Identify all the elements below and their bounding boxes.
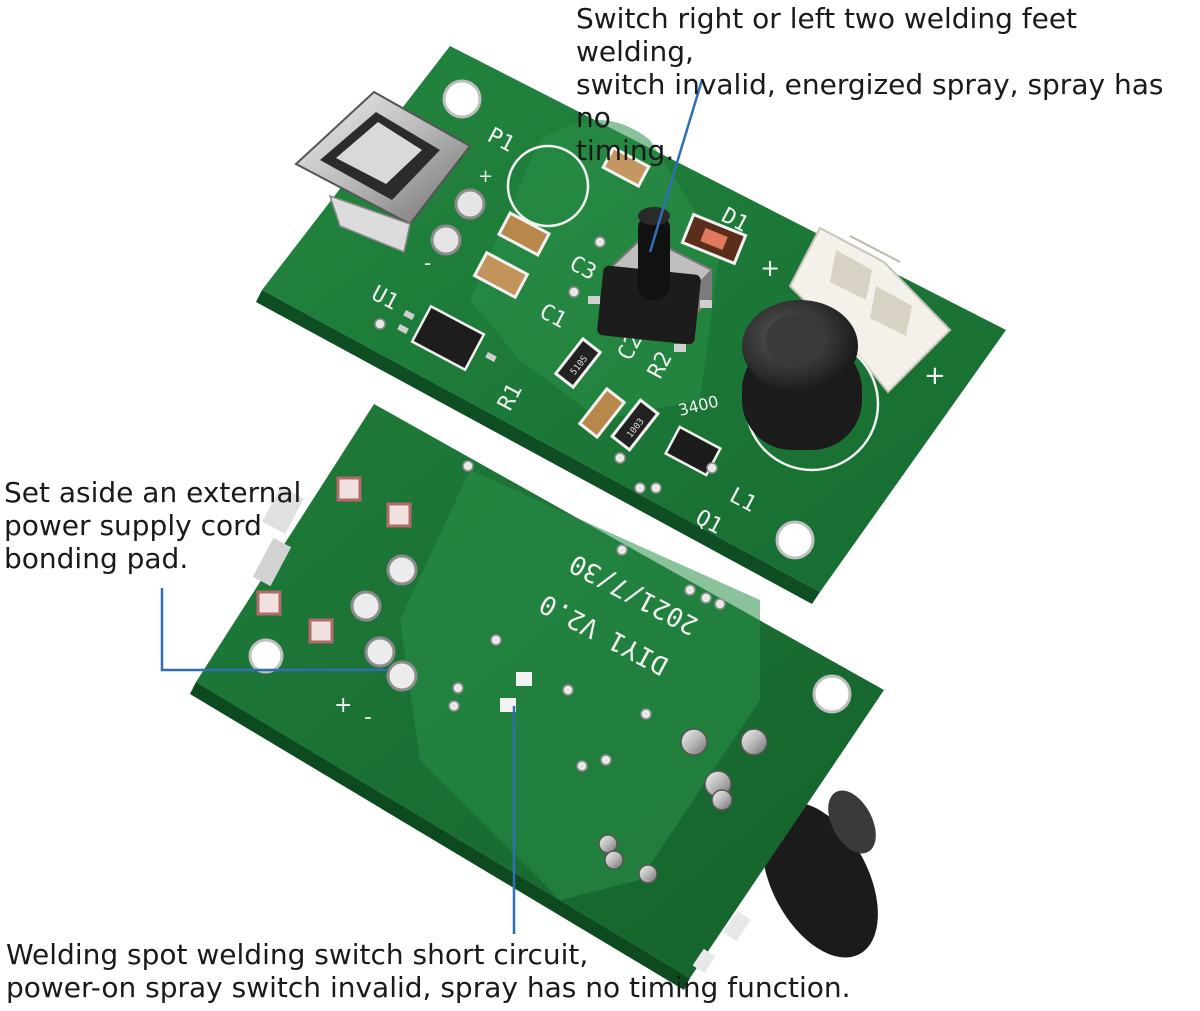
- top-copper-pour: [470, 120, 720, 420]
- solder-pad: [430, 224, 462, 256]
- annotation-switch-note: Switch right or left two welding feet we…: [576, 2, 1164, 168]
- mounting-hole: [775, 520, 815, 560]
- solder-joints: [598, 728, 768, 884]
- mounting-hole: [248, 638, 284, 674]
- usb-tab: [252, 537, 292, 587]
- inductor-l1: [742, 300, 880, 472]
- tactile-switch: [588, 207, 714, 352]
- capacitor-c3: [496, 211, 552, 257]
- mounting-hole: [812, 674, 852, 714]
- bottom-pcb-board: + - DIY1 V2.0 2021/7/30: [190, 404, 884, 990]
- silkscreen-led-plus: +: [760, 254, 780, 282]
- capacitor-footprint: [506, 144, 590, 228]
- led-d1: [680, 212, 748, 266]
- edge-component: [723, 910, 751, 942]
- callout-lines: [160, 79, 704, 934]
- bottom-pcb-edge: [190, 682, 690, 990]
- solder-pads: [256, 476, 532, 712]
- silkscreen-bottom-plus: +: [334, 693, 352, 718]
- jst-connector: [788, 226, 952, 394]
- bottom-copper-pour: [400, 470, 760, 900]
- edge-component: [692, 948, 716, 974]
- capacitor-c2: [577, 386, 627, 440]
- chip-u1: [397, 304, 497, 372]
- top-pcb-board: P1 + - C3 C1 U1 510S R1: [256, 46, 1006, 604]
- vias: [374, 236, 718, 494]
- silkscreen-usb-minus: -: [424, 251, 431, 275]
- resistor-r2: 1003: [610, 397, 660, 453]
- vias: [448, 460, 726, 772]
- silkscreen-bottom-minus: -: [364, 705, 372, 730]
- usb-tab: [262, 486, 304, 534]
- resistor-r1: 510S: [553, 336, 603, 390]
- capacitor-c1: [472, 250, 530, 300]
- capacitor-top: [601, 145, 651, 189]
- annotation-spot-note: Welding spot welding switch short circui…: [6, 938, 851, 1005]
- solder-pad: [454, 188, 486, 220]
- silkscreen-connector-plus: +: [924, 361, 946, 391]
- top-pcb-edge: [256, 290, 820, 604]
- transistor-q1: [663, 425, 723, 477]
- annotation-pad-note: Set aside an external power supply cord …: [4, 476, 302, 576]
- mounting-hole: [442, 79, 482, 119]
- callout-pad-line: [160, 588, 388, 672]
- callout-switch-line: [648, 79, 704, 253]
- silkscreen-usb-plus: +: [478, 166, 493, 187]
- micro-usb-connector: [294, 90, 472, 254]
